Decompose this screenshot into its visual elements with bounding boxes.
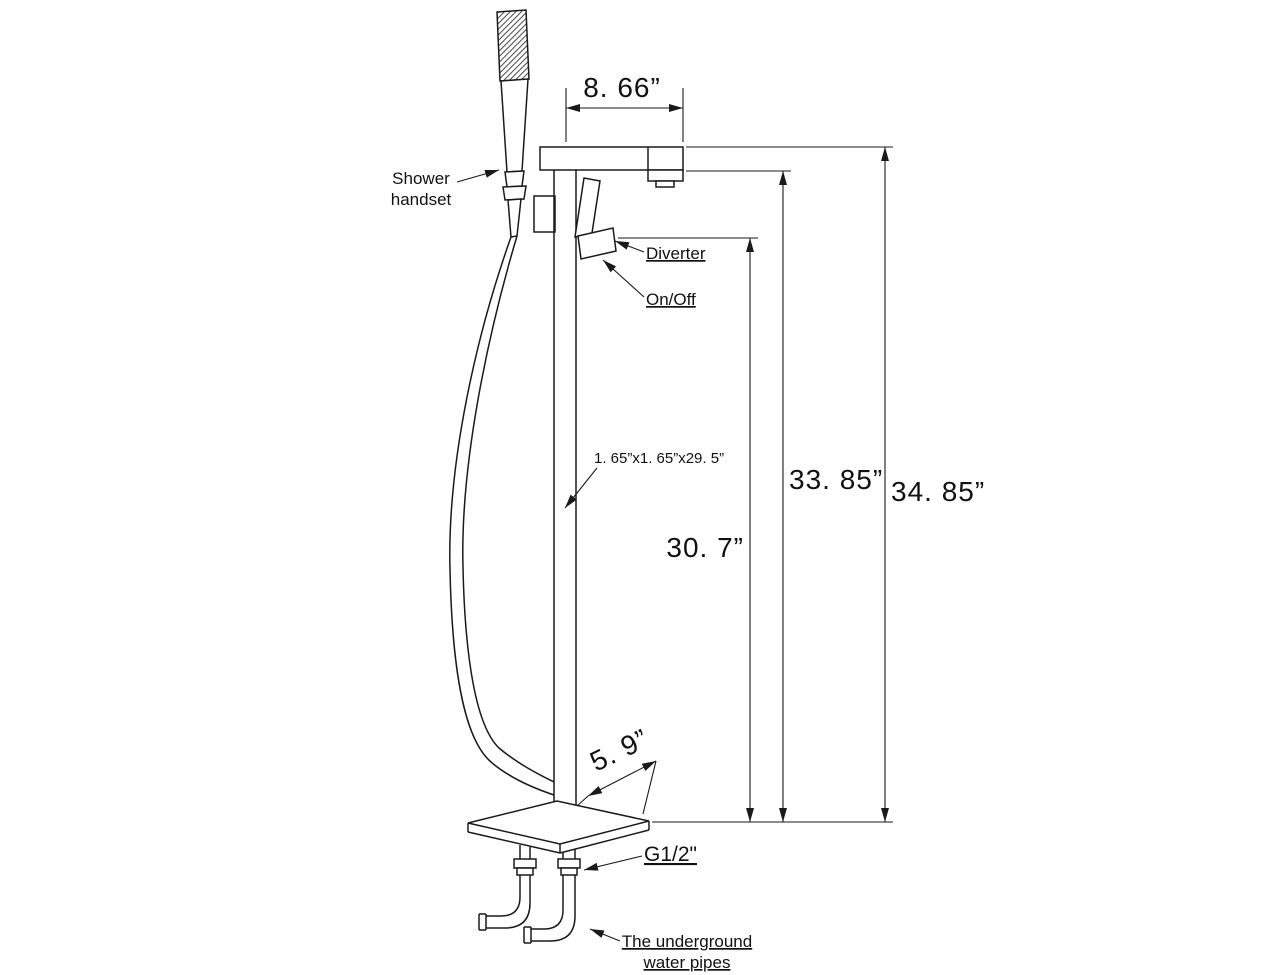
label-shower-handset: Shower handset [391,169,500,209]
left-pipe-fitting-lower [516,867,534,876]
label-on-off-text: On/Off [646,290,696,309]
supply-pipes [478,845,581,944]
label-diverter: Diverter [614,240,706,263]
spout-arm [539,146,684,188]
handset-nut-upper [504,170,525,188]
dim-height-to-spout-value: 33. 85” [789,464,883,495]
spout-head [647,169,684,182]
label-diverter-text: Diverter [646,244,706,263]
label-column-size: 1. 65”x1. 65”x29. 5” [564,450,724,509]
label-underground-line2: water pipes [643,953,731,972]
shower-hose [449,235,555,796]
label-thread-text: G1/2" [644,843,697,866]
handset-holder [533,195,556,233]
handset-nut-lower [502,185,527,201]
dim-spout-reach: 8. 66” [565,72,684,142]
handset-spray-head [496,9,530,82]
label-underground-line1: The underground [622,932,752,951]
label-underground-pipes: The underground water pipes [589,928,752,972]
label-thread: G1/2" [583,843,697,871]
hose-connector [507,198,522,238]
dim-height-to-spout: 33. 85” [686,170,883,822]
shower-handset [496,9,530,238]
diverter-knob [577,227,617,260]
dim-total-height-value: 34. 85” [891,476,985,507]
dim-spout-height: 30. 7” [618,237,758,822]
label-shower-handset-line2: handset [391,190,452,209]
label-column-size-text: 1. 65”x1. 65”x29. 5” [594,450,724,467]
spout-outlet [655,180,675,188]
left-pipe-fitting [513,858,537,869]
riser-column [553,170,577,805]
label-on-off: On/Off [602,259,696,309]
right-pipe-fitting-lower [560,867,578,876]
dim-total-height: 34. 85” [686,146,985,822]
right-pipe-fitting [557,858,581,869]
dim-spout-reach-value: 8. 66” [583,72,661,103]
base-plate [467,800,650,854]
label-shower-handset-line1: Shower [392,169,450,188]
dim-spout-height-value: 30. 7” [666,532,744,563]
